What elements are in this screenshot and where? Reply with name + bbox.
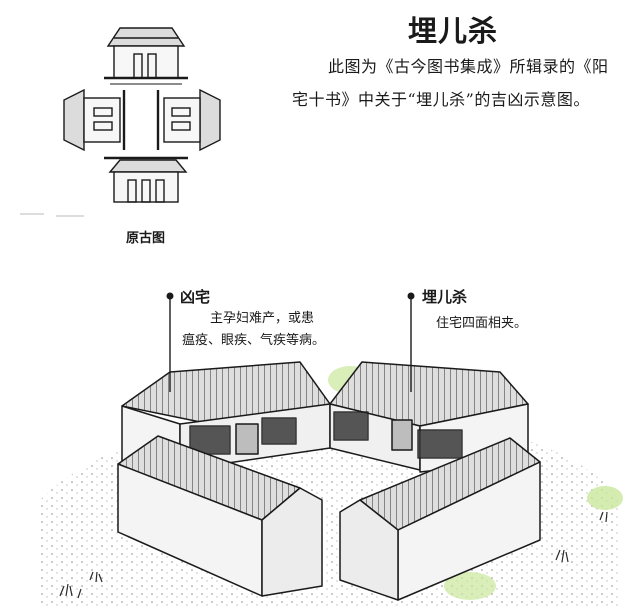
original-figure-label: 原古图	[126, 231, 166, 246]
plan-house-left	[63, 88, 126, 152]
plan-house-right	[156, 88, 221, 152]
page-title: 埋儿杀	[408, 14, 499, 48]
annotation-right-label: 埋儿杀	[422, 288, 468, 306]
annotation-right-text-1: 住宅四面相夹。	[436, 316, 528, 331]
scene-house-front-right	[339, 437, 541, 601]
caption-line-2: 宅十书》中关于“埋儿杀”的吉凶示意图。	[292, 90, 590, 109]
plan-house-bottom	[104, 156, 188, 203]
caption-line-1: 此图为《古今图书集成》所辑录的《阳	[328, 57, 609, 76]
scene-house-front-left	[117, 435, 323, 597]
annotation-pin-left	[166, 292, 174, 392]
annotation-left-text-2: 瘟疫、眼疾、气疾等病。	[182, 333, 326, 348]
annotation-left-text-1: 主孕妇难产，或患	[210, 311, 315, 326]
plan-house-top	[104, 27, 188, 85]
annotation-pin-right	[407, 292, 415, 392]
annotation-left-label: 凶宅	[180, 288, 211, 306]
